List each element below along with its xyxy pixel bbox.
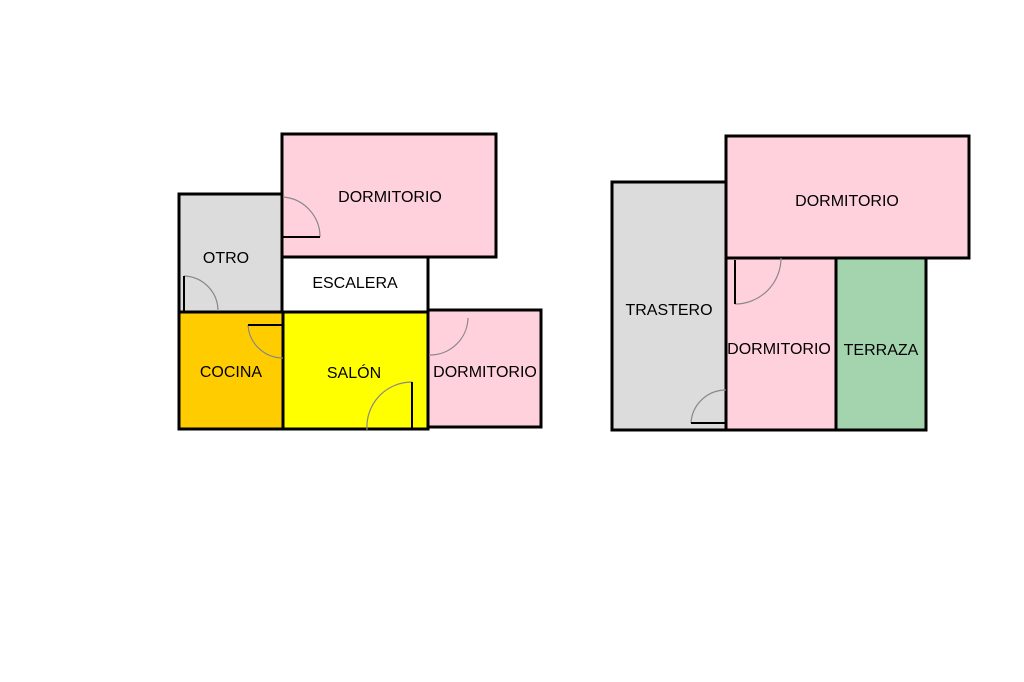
room-label-trastero: TRASTERO: [625, 302, 712, 319]
room-label-cocina: COCINA: [200, 364, 263, 381]
room-label-dormitorio: DORMITORIO: [338, 189, 442, 206]
room-terraza: [834, 256, 928, 432]
door-arc-icon: [690, 389, 727, 424]
door-arc-icon: [734, 257, 782, 305]
door-arc-icon: [366, 381, 413, 431]
room-trastero: [610, 180, 728, 432]
room-otro: [177, 192, 284, 314]
room-dormitorio-mid: [724, 256, 838, 432]
door-arc-icon: [247, 324, 284, 359]
room-label-dormitorio: DORMITORIO: [433, 364, 537, 381]
room-label-dormitorio: DORMITORIO: [727, 341, 831, 358]
room-label-dormitorio: DORMITORIO: [795, 193, 899, 210]
room-label-terraza: TERRAZA: [844, 342, 919, 359]
floor-plan-right: TRASTERO DORMITORIO DORMITORIO TERRAZA: [610, 134, 971, 432]
room-label-otro: OTRO: [203, 250, 249, 267]
door-arc-icon: [282, 196, 321, 238]
room-label-escalera: ESCALERA: [312, 275, 398, 292]
room-dormitorio-top: [724, 134, 971, 260]
room-label-salon: SALÓN: [327, 363, 381, 382]
room-dormitorio-right: [426, 308, 543, 429]
door-arc-icon: [428, 317, 469, 356]
door-arc-icon: [183, 275, 219, 312]
floor-plan-left: DORMITORIO OTRO ESCALERA COCINA SALÓN DO…: [177, 132, 543, 431]
room-salon: [281, 310, 430, 431]
